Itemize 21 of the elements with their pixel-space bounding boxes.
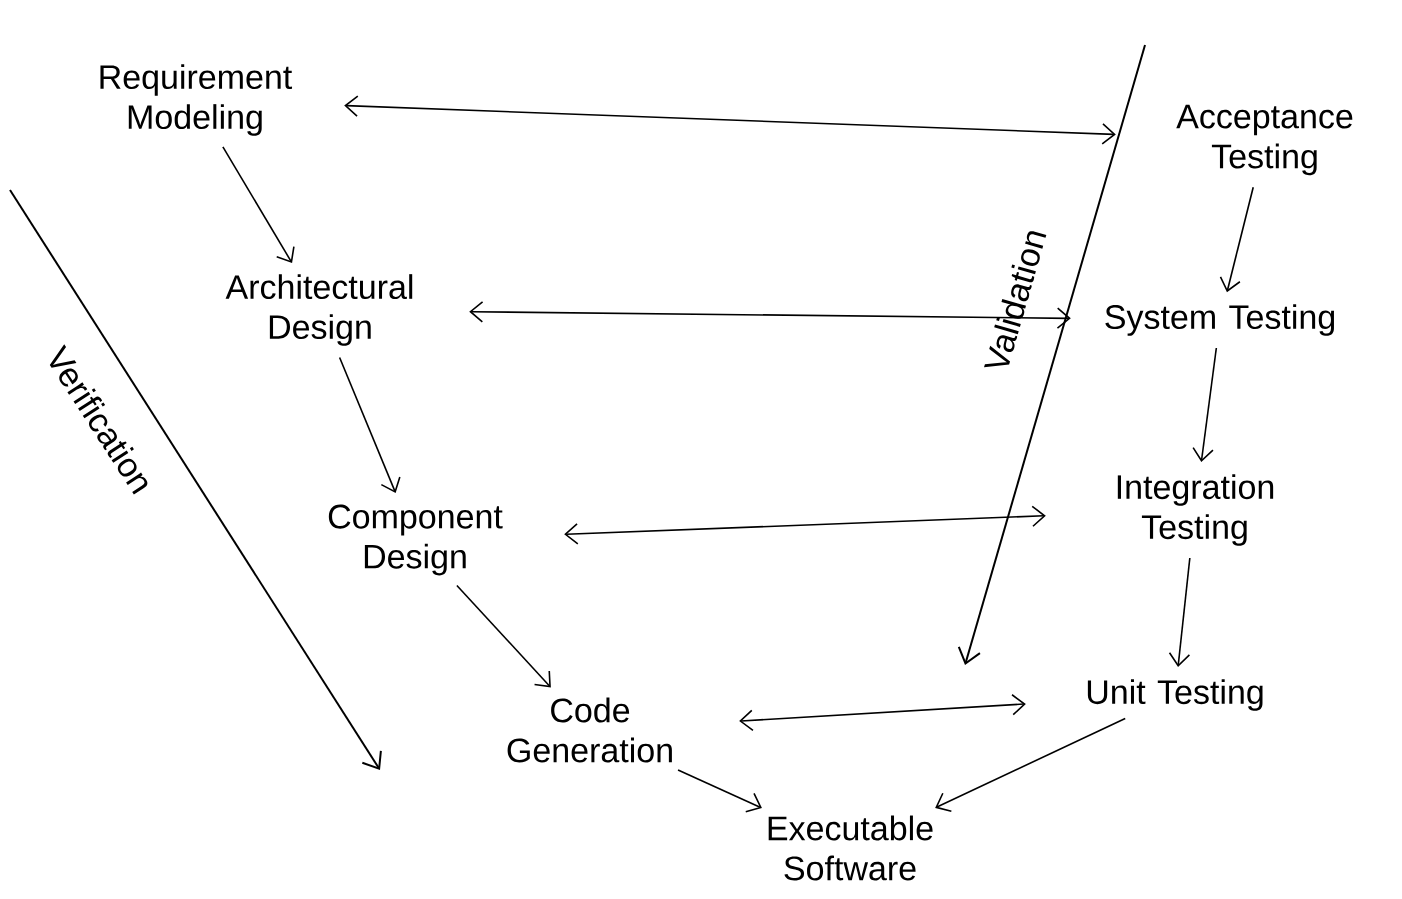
stage-label: Code Generation [507, 697, 672, 763]
arrow [338, 356, 401, 493]
stage-label: Architectural Design [225, 274, 413, 346]
arrow [222, 146, 295, 264]
stage-label: Requirement Modeling [100, 64, 293, 136]
arrow [739, 693, 1026, 732]
arrow [935, 717, 1126, 813]
stage-label: Unit Testing [1087, 679, 1263, 711]
arrow [564, 505, 1046, 545]
stage-label: System Testing [1105, 304, 1335, 336]
stage-label: Component Design [328, 504, 503, 576]
stage-label: Executable Software [768, 815, 933, 881]
arrow [456, 584, 551, 688]
arrow [1219, 186, 1255, 293]
arrow [1192, 347, 1218, 463]
arrow [677, 769, 762, 813]
stage-label: Acceptance Testing [1176, 104, 1353, 176]
stage-label: Integration Testing [1117, 474, 1274, 546]
arrow [469, 301, 1071, 329]
arrow [1168, 557, 1191, 667]
arrow [344, 95, 1116, 145]
